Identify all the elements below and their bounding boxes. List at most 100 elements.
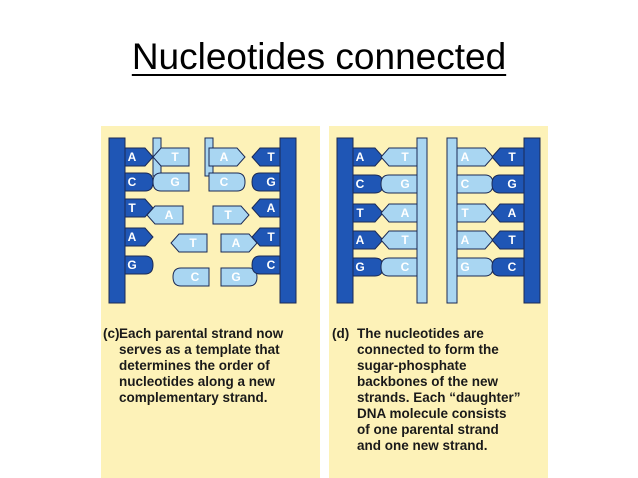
right-new-base-letter: T bbox=[461, 206, 469, 220]
right-new-base bbox=[208, 147, 246, 167]
panel-d-caption-line: connected to form the bbox=[357, 342, 499, 357]
right-new-base-letter: A bbox=[232, 236, 241, 250]
left-new-backbone bbox=[416, 137, 428, 304]
left-new-base bbox=[170, 233, 208, 253]
right-parental-base bbox=[251, 198, 281, 218]
left-parental-base-letter: A bbox=[128, 230, 137, 244]
panel-c-caption-line: nucleotides along a new bbox=[119, 374, 276, 389]
right-parental-base-letter: A bbox=[267, 201, 276, 215]
panel-c-caption-line: serves as a template that bbox=[119, 342, 280, 357]
right-parental-backbone bbox=[279, 137, 297, 304]
panel-d-caption-line: sugar-phosphate bbox=[357, 358, 467, 373]
right-parental-base bbox=[251, 227, 281, 247]
right-parental-backbone bbox=[523, 137, 541, 304]
right-new-base-letter: G bbox=[231, 270, 240, 284]
right-new-base bbox=[212, 205, 250, 225]
left-parental-base bbox=[124, 227, 154, 247]
right-parental-base-letter: A bbox=[508, 206, 517, 220]
left-new-base-letter: G bbox=[400, 177, 409, 191]
left-new-base bbox=[152, 172, 190, 192]
left-new-base bbox=[380, 257, 418, 277]
right-parental-base bbox=[491, 147, 525, 167]
right-new-base-letter: T bbox=[224, 208, 232, 222]
left-new-base-letter: A bbox=[165, 208, 174, 222]
left-new-base-letter: T bbox=[401, 150, 409, 164]
left-parental-base-letter: C bbox=[356, 177, 365, 191]
left-new-base-letter: T bbox=[189, 236, 197, 250]
left-new-base-letter: G bbox=[170, 175, 179, 189]
left-parental-base bbox=[352, 230, 384, 250]
left-new-base-letter: C bbox=[191, 270, 200, 284]
left-parental-base-letter: A bbox=[356, 233, 365, 247]
right-parental-base-letter: T bbox=[267, 150, 275, 164]
left-parental-base-letter: T bbox=[356, 206, 364, 220]
panel-c-label: (c) bbox=[103, 326, 120, 341]
right-parental-base-letter: G bbox=[266, 175, 275, 189]
left-parental-base-letter: A bbox=[356, 150, 365, 164]
left-parental-backbone bbox=[108, 137, 126, 304]
right-new-base-letter: C bbox=[461, 177, 470, 191]
left-parental-base-letter: A bbox=[128, 150, 137, 164]
panel-d-caption-line: DNA molecule consists bbox=[357, 406, 507, 421]
right-parental-base-letter: C bbox=[267, 258, 276, 272]
left-new-base-letter: C bbox=[401, 260, 410, 274]
left-parental-base-letter: C bbox=[128, 175, 137, 189]
panel-c-caption-line: complementary strand. bbox=[119, 390, 268, 405]
right-parental-base-letter: T bbox=[267, 230, 275, 244]
right-parental-base bbox=[491, 257, 525, 277]
right-new-base bbox=[456, 230, 494, 250]
left-parental-backbone bbox=[336, 137, 354, 304]
left-new-base bbox=[380, 174, 418, 194]
panel-c-caption-line: determines the order of bbox=[119, 358, 270, 373]
left-new-base bbox=[146, 205, 184, 225]
right-new-base bbox=[456, 203, 494, 223]
left-parental-base bbox=[124, 255, 154, 275]
right-parental-base-letter: C bbox=[508, 260, 517, 274]
right-parental-base-letter: T bbox=[508, 150, 516, 164]
right-parental-base-letter: T bbox=[508, 233, 516, 247]
right-parental-base bbox=[251, 147, 281, 167]
panel-d-caption-line: and one new strand. bbox=[357, 438, 488, 453]
right-new-base-letter: C bbox=[220, 175, 229, 189]
left-parental-base bbox=[352, 147, 384, 167]
left-parental-base-letter: G bbox=[127, 258, 136, 272]
panel-d-caption-line: backbones of the new bbox=[357, 374, 499, 389]
left-new-base bbox=[380, 230, 418, 250]
right-parental-base-letter: G bbox=[507, 177, 516, 191]
panel-d-caption-line: The nucleotides are bbox=[357, 326, 484, 341]
right-new-base-letter: A bbox=[461, 150, 470, 164]
left-new-base-letter: T bbox=[401, 233, 409, 247]
left-parental-base bbox=[124, 147, 154, 167]
panel-d-label: (d) bbox=[332, 326, 350, 341]
left-new-base bbox=[380, 203, 418, 223]
right-parental-base bbox=[251, 172, 281, 192]
right-new-base-letter: A bbox=[220, 150, 229, 164]
right-new-base bbox=[456, 147, 494, 167]
right-parental-base bbox=[491, 203, 525, 223]
right-new-backbone bbox=[446, 137, 458, 304]
right-new-base-letter: A bbox=[461, 233, 470, 247]
right-new-base bbox=[220, 233, 258, 253]
left-parental-base-letter: T bbox=[128, 201, 136, 215]
left-new-base bbox=[172, 267, 210, 287]
right-parental-base bbox=[491, 230, 525, 250]
left-parental-base bbox=[352, 203, 384, 223]
left-new-base bbox=[152, 147, 190, 167]
panel-c-caption-line: Each parental strand now bbox=[119, 326, 284, 341]
right-new-base bbox=[208, 172, 246, 192]
panel-d-caption-line: strands. Each “daughter” bbox=[357, 390, 521, 405]
left-new-base-letter: T bbox=[171, 150, 179, 164]
left-new-base-letter: A bbox=[401, 206, 410, 220]
panel-d-caption-line: of one parental strand bbox=[357, 422, 499, 437]
right-parental-base bbox=[251, 255, 281, 275]
left-parental-base-letter: G bbox=[355, 260, 364, 274]
right-parental-base bbox=[491, 174, 525, 194]
right-new-base-letter: G bbox=[460, 260, 469, 274]
slide-title: Nucleotides connected bbox=[131, 36, 507, 77]
